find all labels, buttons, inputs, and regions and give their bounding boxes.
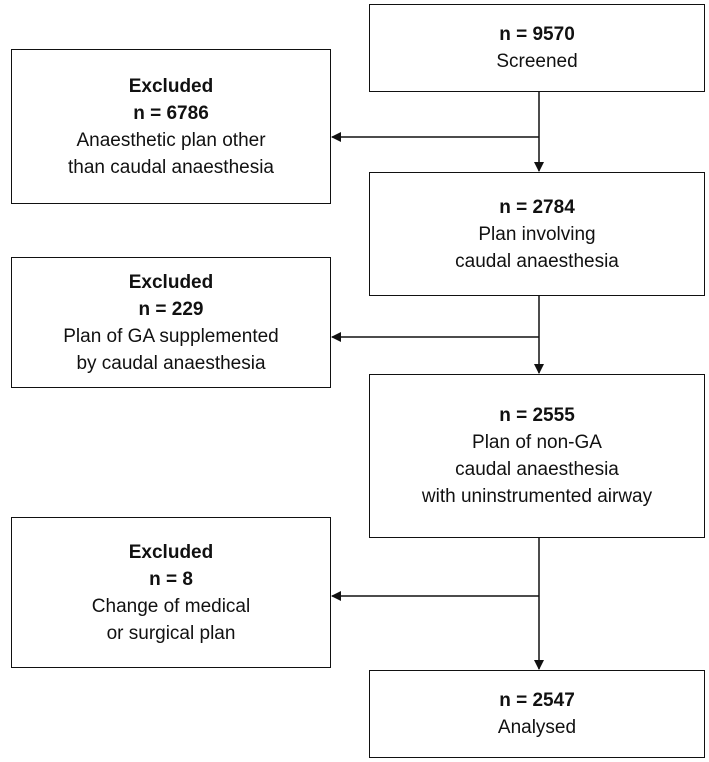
exclusion-1-reason-line-2: than caudal anaesthesia	[68, 156, 274, 178]
exclusion-2-title: Excluded	[128, 271, 214, 293]
exclusion-3-count: n = 8	[149, 568, 193, 590]
analysed-box: n = 2547 Analysed	[369, 670, 705, 758]
caudal-label-line-1: Plan involving	[478, 223, 596, 245]
exclusion-1-title: Excluded	[128, 75, 214, 97]
exclusion-3-reason-line-2: or surgical plan	[106, 622, 236, 644]
non-ga-label-line-1: Plan of non-GA	[472, 432, 602, 453]
caudal-count: n = 2784	[499, 196, 575, 218]
exclusion-2-reason-line-1: Plan of GA supplemented	[63, 325, 279, 347]
exclusion-2-count: n = 229	[138, 298, 204, 320]
non-ga-label-line-3: with uninstrumented airway	[421, 486, 653, 507]
caudal-label-line-2: caudal anaesthesia	[455, 250, 619, 272]
exclusion-2-reason-line-2: by caudal anaesthesia	[76, 352, 266, 374]
screened-box: n = 9570 Screened	[369, 4, 705, 92]
screened-label: Screened	[496, 51, 578, 72]
non-ga-box: n = 2555 Plan of non-GA caudal anaesthes…	[369, 374, 705, 538]
exclusion-3-title: Excluded	[128, 541, 214, 563]
exclusion-1-count: n = 6786	[133, 102, 209, 124]
exclusion-box-2: Excluded n = 229 Plan of GA supplemented…	[11, 257, 331, 388]
exclusion-3-reason-line-1: Change of medical	[91, 595, 251, 617]
exclusion-box-3: Excluded n = 8 Change of medical or surg…	[11, 517, 331, 668]
analysed-label: Analysed	[497, 717, 577, 738]
analysed-count: n = 2547	[499, 690, 575, 711]
exclusion-1-reason-line-1: Anaesthetic plan other	[76, 129, 266, 151]
non-ga-label-line-2: caudal anaesthesia	[455, 459, 619, 480]
exclusion-box-1: Excluded n = 6786 Anaesthetic plan other…	[11, 49, 331, 204]
caudal-box: n = 2784 Plan involving caudal anaesthes…	[369, 172, 705, 296]
screened-count: n = 9570	[499, 24, 575, 45]
non-ga-count: n = 2555	[499, 405, 575, 426]
